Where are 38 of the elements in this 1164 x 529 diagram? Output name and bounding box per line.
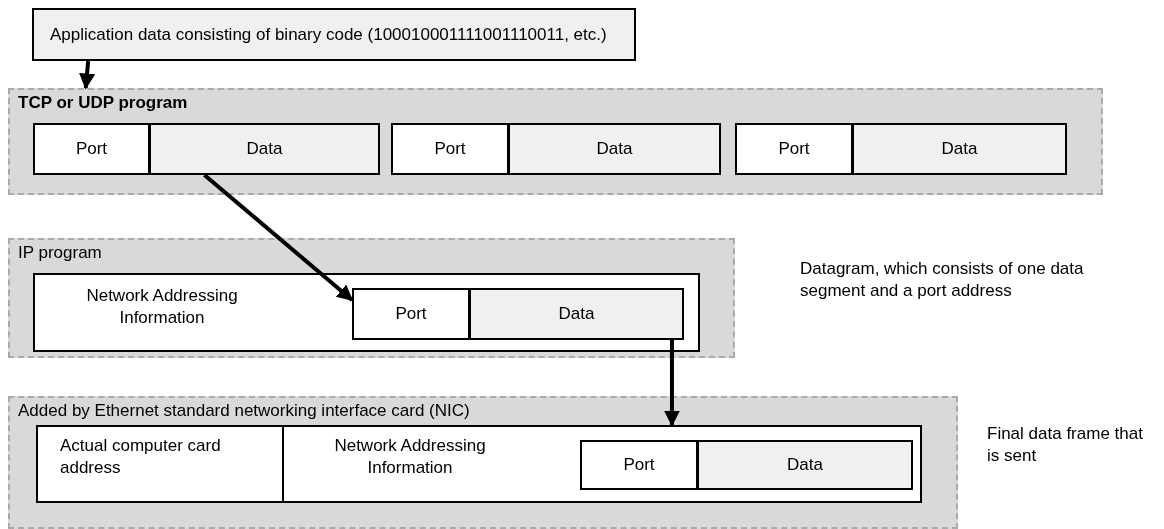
field-label: Network Addressing Information [333,435,487,480]
packet-box [33,273,700,352]
port-field [580,440,698,490]
field-label: Data [246,138,283,161]
port-field [735,123,853,175]
layer-title: IP program [18,242,102,264]
field-label: Port [395,303,427,326]
port-field [33,123,150,175]
field-label: Port [778,138,810,161]
data-box [32,8,636,61]
field-label: Port [434,138,466,161]
field-label: Data [787,454,823,477]
field-label: Actual computer card address [60,435,222,480]
data-field [149,123,380,175]
port-field [391,123,509,175]
arrow [203,173,354,302]
note-text: Datagram, which consists of one data segment and a port address [800,258,1085,303]
data-field [508,123,721,175]
layer-panel [8,88,1103,195]
field-label: Data [558,303,595,326]
field-label: Network Addressing Information [85,285,239,330]
layer-panel [8,238,735,358]
field-label: Data [941,138,978,161]
arrow [663,340,680,427]
data-field [469,288,684,340]
field-label: Data [596,138,633,161]
field-label: Application data consisting of binary code (100010001111001110011, etc.) [50,23,607,46]
note-text: Final data frame that is sent [987,423,1144,468]
port-field [352,288,470,340]
data-field [852,123,1067,175]
arrow [79,60,95,90]
field-label: Port [75,138,108,161]
field-label: Port [623,454,655,477]
layer-panel [8,396,958,529]
box-shape [36,425,922,503]
data-field [697,440,913,490]
layer-title: TCP or UDP program [18,92,188,114]
layer-title: Added by Ethernet standard networking interface card (NIC) [18,400,470,422]
